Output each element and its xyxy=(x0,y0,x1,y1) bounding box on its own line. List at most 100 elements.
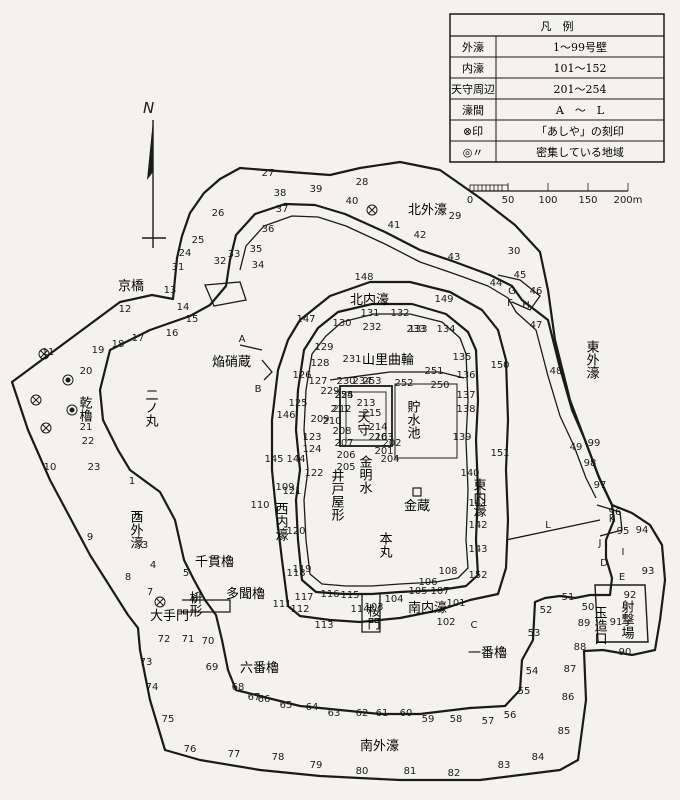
tenshu-wall-212: 212 xyxy=(332,404,351,415)
inner-wall-121: 121 xyxy=(282,486,301,497)
scale-tick-label: 150 xyxy=(578,195,597,206)
inner-moat-outer-edge xyxy=(270,280,510,624)
outer-wall-8: 8 xyxy=(125,572,131,583)
inner-wall-125: 125 xyxy=(288,398,307,409)
dense-mark-icon xyxy=(62,374,74,386)
place-masugata: 枡形 xyxy=(187,591,203,618)
inner-wall-116: 116 xyxy=(320,589,339,600)
outer-wall-19: 19 xyxy=(92,345,105,356)
outer-wall-99: 99 xyxy=(588,438,601,449)
outer-wall-48: 48 xyxy=(550,366,563,377)
outer-wall-63: 63 xyxy=(328,708,341,719)
outer-wall-81: 81 xyxy=(404,766,417,777)
tenshu-wall-208: 208 xyxy=(332,426,351,437)
gap-C: C xyxy=(471,620,478,631)
tenshu-wall-214: 214 xyxy=(368,422,387,433)
outer-wall-67: 67 xyxy=(248,692,261,703)
otemon-bridge xyxy=(182,599,231,613)
outer-wall-26: 26 xyxy=(212,208,225,219)
legend-value: 1～99号壁 xyxy=(553,40,607,54)
outer-wall-1: 1 xyxy=(129,476,135,487)
outer-wall-65: 65 xyxy=(280,700,293,711)
tenshu-wall-230: 230 xyxy=(336,376,355,387)
inner-wall-114: 114 xyxy=(350,604,369,615)
outer-wall-49: 49 xyxy=(570,442,583,453)
ashiya-markers xyxy=(30,204,378,608)
place-higashisotobori: 東外濠 xyxy=(584,339,600,379)
inner-wall-140: 140 xyxy=(460,468,479,479)
gap-E: E xyxy=(619,572,625,583)
outer-wall-47: 47 xyxy=(530,320,543,331)
outer-wall-30: 30 xyxy=(508,246,521,257)
inner-wall-151: 151 xyxy=(490,448,509,459)
dense-mark-icon xyxy=(66,404,78,416)
outer-wall-45: 45 xyxy=(514,270,527,281)
inner-wall-141: 141 xyxy=(468,498,487,509)
outer-wall-53: 53 xyxy=(528,628,541,639)
outer-wall-25: 25 xyxy=(192,235,205,246)
outer-wall-27: 27 xyxy=(262,168,275,179)
tenshu-keep xyxy=(339,385,393,447)
outer-wall-66: 66 xyxy=(258,694,271,705)
outer-wall-62: 62 xyxy=(356,708,369,719)
inner-wall-135: 135 xyxy=(452,352,471,363)
honmaru-wall xyxy=(294,302,480,596)
outer-wall-82: 82 xyxy=(448,768,461,779)
tenshu-wall-206: 206 xyxy=(336,450,355,461)
outer-wall-23: 23 xyxy=(88,462,101,473)
gap-D: D xyxy=(600,558,608,569)
legend-key: ◎〃 xyxy=(463,146,484,159)
inner-wall-122: 122 xyxy=(304,468,323,479)
outer-wall-98: 98 xyxy=(584,458,597,469)
outer-wall-41: 41 xyxy=(388,220,401,231)
tenshu-wall-233: 233 xyxy=(406,324,425,335)
outer-wall-17: 17 xyxy=(132,333,145,344)
inner-wall-106: 106 xyxy=(418,577,437,588)
inner-wall-143: 143 xyxy=(468,544,487,555)
gap-K: K xyxy=(609,514,616,525)
outer-wall-43: 43 xyxy=(448,252,461,263)
inner-wall-105: 105 xyxy=(408,586,427,597)
tenshu-wall-216: 216 xyxy=(368,432,387,443)
outer-moat-outer-edge xyxy=(10,160,667,782)
wall-number-labels: 1234567891011121314151617181920212223242… xyxy=(42,168,655,779)
tenshu-wall-251: 251 xyxy=(424,366,443,377)
outer-wall-6: 6 xyxy=(192,594,198,605)
outer-wall-68: 68 xyxy=(232,682,245,693)
inner-wall-126: 126 xyxy=(292,370,311,381)
legend-value: 101～152 xyxy=(554,62,607,75)
outer-wall-34: 34 xyxy=(252,260,265,271)
outer-wall-50: 50 xyxy=(582,602,595,613)
inner-wall-146: 146 xyxy=(276,410,295,421)
place-kyobashi: 京橋 xyxy=(118,279,144,294)
place-minamisotobori: 南外濠 xyxy=(360,738,399,754)
gap-A: A xyxy=(239,334,246,345)
legend-value: 密集している地域 xyxy=(536,145,624,159)
inner-wall-134: 134 xyxy=(436,324,455,335)
outer-wall-35: 35 xyxy=(250,244,263,255)
legend-value: 「あしや」の刻印 xyxy=(536,124,624,138)
outer-wall-38: 38 xyxy=(274,188,287,199)
outer-wall-96: 96 xyxy=(609,507,622,518)
inner-wall-104: 104 xyxy=(384,594,403,605)
inner-wall-123: 123 xyxy=(302,432,321,443)
outer-wall-86: 86 xyxy=(562,692,575,703)
legend-key: 内濠 xyxy=(462,61,484,75)
inner-wall-119: 119 xyxy=(292,564,311,575)
outer-wall-70: 70 xyxy=(202,636,215,647)
outer-wall-11: 11 xyxy=(42,347,55,358)
outer-wall-64: 64 xyxy=(306,702,319,713)
place-honmaru: 本丸 xyxy=(377,532,393,559)
tenshu-wall-205: 205 xyxy=(336,462,355,473)
inner-wall-124: 124 xyxy=(302,444,321,455)
ashiya-mark-icon xyxy=(154,596,166,608)
inner-wall-120: 120 xyxy=(286,526,305,537)
outer-wall-60: 60 xyxy=(400,708,413,719)
outer-wall-40: 40 xyxy=(346,196,359,207)
outer-wall-54: 54 xyxy=(526,666,539,677)
outer-wall-31: 31 xyxy=(172,262,185,273)
place-chosuichi: 貯水池 xyxy=(405,400,421,439)
outer-wall-77: 77 xyxy=(228,749,241,760)
place-kitauchibori: 北内濠 xyxy=(350,292,389,308)
